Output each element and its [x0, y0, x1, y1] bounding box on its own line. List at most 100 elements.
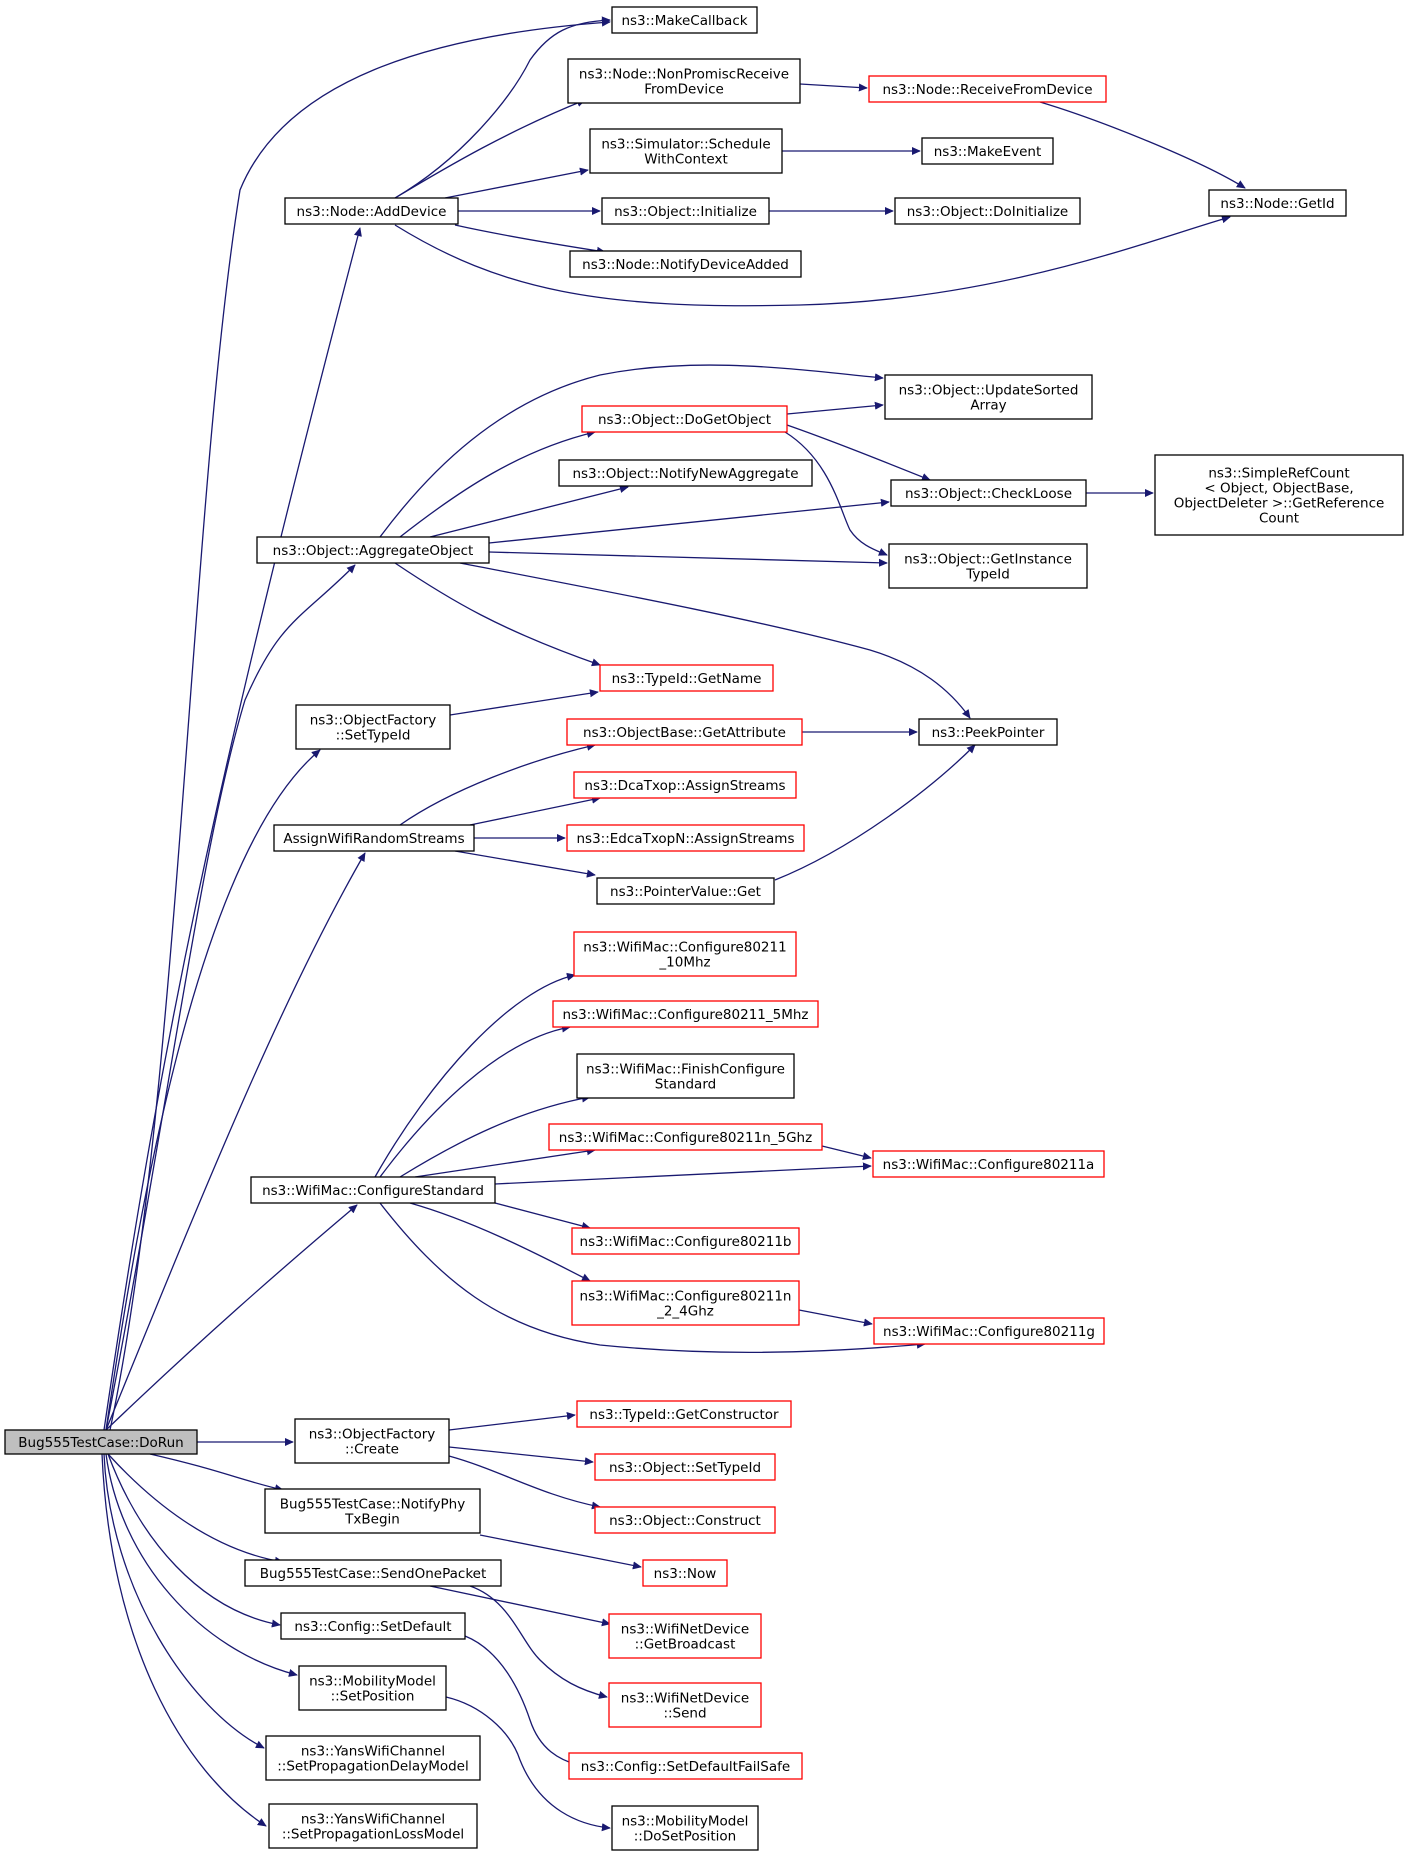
node-label: AssignWifiRandomStreams: [283, 831, 464, 847]
edge-aggregateobject-to-getinstancetypeid: [488, 551, 888, 567]
node-box: [552, 1000, 819, 1028]
node-peekpointer[interactable]: ns3::PeekPointer: [918, 718, 1058, 746]
node-setdefaultfailsafe[interactable]: ns3::Config::SetDefaultFailSafe: [568, 1752, 803, 1780]
node-simplerefcount[interactable]: ns3::SimpleRefCount< Object, ObjectBase,…: [1154, 454, 1404, 536]
node-label: TypeId: [965, 567, 1010, 583]
node-getattribute[interactable]: ns3::ObjectBase::GetAttribute: [566, 718, 803, 746]
node-label: ns3::WifiMac::Configure80211n: [580, 1289, 792, 1305]
node-label: ::GetBroadcast: [635, 1637, 736, 1653]
node-getconstructor[interactable]: ns3::TypeId::GetConstructor: [576, 1400, 792, 1428]
node-edcaassign[interactable]: ns3::EdcaTxopN::AssignStreams: [566, 824, 805, 852]
node-sendonepacket[interactable]: Bug555TestCase::SendOnePacket: [244, 1559, 502, 1587]
node-typeidgetname[interactable]: ns3::TypeId::GetName: [599, 664, 774, 692]
node-setlossmodel[interactable]: ns3::YansWifiChannel::SetPropagationLoss…: [268, 1803, 478, 1849]
edge-dogetobject-to-checkloose: [786, 424, 931, 481]
node-factorycreate[interactable]: ns3::ObjectFactory::Create: [294, 1418, 450, 1464]
edge-aggregateobject-to-updatesortedarray: [379, 364, 884, 538]
node-conf11g[interactable]: ns3::WifiMac::Configure80211g: [873, 1317, 1105, 1345]
node-dcatxopassign[interactable]: ns3::DcaTxop::AssignStreams: [573, 771, 797, 799]
edge-root-to-aggregateobject: [105, 564, 356, 1431]
node-box: [280, 1612, 466, 1640]
node-makecallback[interactable]: ns3::MakeCallback: [611, 6, 758, 34]
node-conf11n5ghz[interactable]: ns3::WifiMac::Configure80211n_5Ghz: [548, 1123, 823, 1151]
node-pointervalueget[interactable]: ns3::PointerValue::Get: [596, 877, 775, 905]
node-layer: Bug555TestCase::DoRun ns3::MakeCallbackns…: [4, 6, 1404, 1851]
node-setposition[interactable]: ns3::MobilityModel::SetPosition: [298, 1665, 447, 1711]
edge-root-to-setlossmodel: [101, 1453, 267, 1827]
node-label: ns3::WifiMac::FinishConfigure: [586, 1062, 785, 1078]
node-label: ns3::PeekPointer: [932, 725, 1045, 741]
node-now[interactable]: ns3::Now: [642, 1559, 728, 1587]
edge-dogetobject-to-updatesortedarray: [786, 401, 884, 415]
node-conf5mhz[interactable]: ns3::WifiMac::Configure80211_5Mhz: [552, 1000, 819, 1028]
node-box: [548, 1123, 823, 1151]
node-label: ns3::YansWifiChannel: [301, 1812, 445, 1828]
node-label: ns3::WifiNetDevice: [621, 1691, 749, 1707]
node-checkloose[interactable]: ns3::Object::CheckLoose: [890, 479, 1087, 507]
node-conf10mhz[interactable]: ns3::WifiMac::Configure80211_10Mhz: [573, 931, 797, 977]
node-box: [567, 58, 801, 104]
edge-adddevice-to-makecallback: [394, 16, 611, 199]
node-box: [868, 75, 1107, 103]
node-label: ns3::Object::NotifyNewAggregate: [572, 466, 798, 482]
node-setdelaymodel[interactable]: ns3::YansWifiChannel::SetPropagationDela…: [265, 1735, 481, 1781]
node-label: ns3::WifiMac::Configure80211a: [883, 1157, 1095, 1173]
edge-configurestandard-to-conf10mhz: [374, 972, 576, 1178]
edge-root-to-setdelaymodel: [103, 1453, 265, 1749]
edge-conf11n24-to-conf11g: [798, 1309, 873, 1327]
node-adddevice[interactable]: ns3::Node::AddDevice: [284, 197, 459, 225]
node-label: ns3::WifiMac::Configure80211g: [883, 1324, 1095, 1340]
edge-sendonepacket-to-getbroadcast: [429, 1585, 611, 1627]
node-box: [568, 1752, 803, 1780]
edge-adddevice-to-nonpromisc: [394, 99, 586, 199]
node-initialize[interactable]: ns3::Object::Initialize: [601, 197, 770, 225]
node-box: [571, 1227, 800, 1255]
edge-aggregateobject-to-checkloose: [488, 498, 890, 544]
node-assignwifi[interactable]: AssignWifiRandomStreams: [273, 824, 475, 852]
node-conf11n24[interactable]: ns3::WifiMac::Configure80211n_2_4Ghz: [571, 1280, 800, 1326]
edge-aggregateobject-to-notifynewaggregate: [429, 485, 629, 538]
node-construct[interactable]: ns3::Object::Construct: [594, 1506, 776, 1534]
node-dogetobject[interactable]: ns3::Object::DoGetObject: [581, 405, 788, 433]
node-aggregateobject[interactable]: ns3::Object::AggregateObject: [256, 536, 490, 564]
node-box: [890, 479, 1087, 507]
node-dosetposition[interactable]: ns3::MobilityModel::DoSetPosition: [611, 1805, 759, 1851]
edge-configurestandard-to-conf11n5ghz: [414, 1147, 596, 1178]
edge-adddevice-to-schedulewithcontext: [444, 167, 589, 199]
node-notifydeviceadded[interactable]: ns3::Node::NotifyDeviceAdded: [569, 250, 802, 278]
node-box: [594, 1506, 776, 1534]
node-root[interactable]: Bug555TestCase::DoRun: [4, 1429, 198, 1455]
node-doinitialize[interactable]: ns3::Object::DoInitialize: [894, 197, 1081, 225]
node-wifisend[interactable]: ns3::WifiNetDevice::Send: [608, 1682, 762, 1728]
node-label: ns3::Object::GetInstance: [904, 552, 1072, 568]
edge-configurestandard-to-finishconfigure: [399, 1094, 591, 1178]
node-label: ns3::Node::NonPromiscReceive: [579, 67, 789, 83]
node-getid[interactable]: ns3::Node::GetId: [1208, 189, 1347, 217]
node-receivefromdevice[interactable]: ns3::Node::ReceiveFromDevice: [868, 75, 1107, 103]
node-label: ns3::Object::AggregateObject: [273, 543, 474, 559]
node-box: [884, 374, 1093, 420]
edge-root-to-settypeidfactory: [105, 749, 321, 1431]
node-settypeidfactory[interactable]: ns3::ObjectFactory::SetTypeId: [295, 704, 451, 750]
node-label: < Object, ObjectBase,: [1204, 481, 1353, 497]
node-configsetdefault[interactable]: ns3::Config::SetDefault: [280, 1612, 466, 1640]
node-conf11b[interactable]: ns3::WifiMac::Configure80211b: [571, 1227, 800, 1255]
node-label: Count: [1259, 511, 1299, 527]
node-box: [601, 197, 770, 225]
node-box: [608, 1682, 762, 1728]
node-conf11a[interactable]: ns3::WifiMac::Configure80211a: [872, 1150, 1105, 1178]
node-getbroadcast[interactable]: ns3::WifiNetDevice::GetBroadcast: [608, 1613, 762, 1659]
node-notifynewaggregate[interactable]: ns3::Object::NotifyNewAggregate: [558, 459, 813, 487]
node-objectsettypeid[interactable]: ns3::Object::SetTypeId: [594, 1453, 776, 1481]
node-configurestandard[interactable]: ns3::WifiMac::ConfigureStandard: [250, 1176, 496, 1204]
node-label: Bug555TestCase::SendOnePacket: [260, 1566, 487, 1582]
node-box: [576, 1053, 795, 1099]
node-makeevent[interactable]: ns3::MakeEvent: [921, 137, 1054, 165]
node-label: ObjectDeleter >::GetReference: [1174, 496, 1385, 512]
